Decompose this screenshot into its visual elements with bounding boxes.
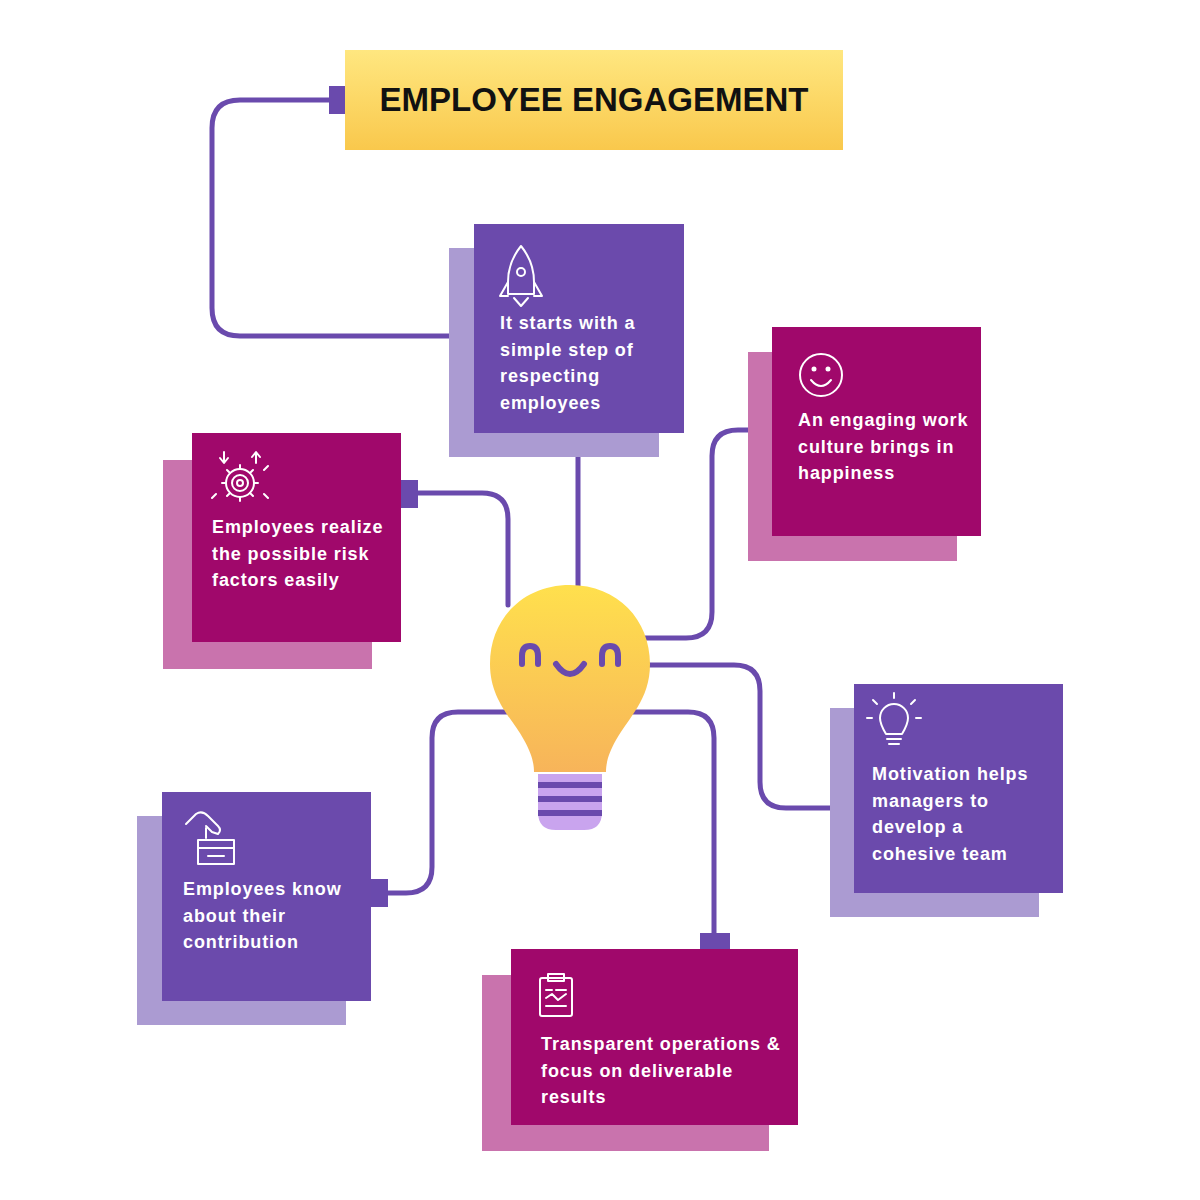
hand-box-icon [186, 812, 234, 864]
info-box: Employees realize the possible risk fact… [192, 433, 401, 642]
box-text: Employees know about their contribution [183, 876, 359, 956]
info-box: Employees know about their contribution [162, 792, 371, 1001]
info-box: An engaging work culture brings in happi… [772, 327, 981, 536]
box-text: Transparent operations & focus on delive… [541, 1031, 786, 1111]
info-box: Transparent operations & focus on delive… [511, 949, 798, 1125]
lightbulb [490, 585, 650, 830]
info-box: Motivation helps managers to develop a c… [854, 684, 1063, 893]
diagram-heading: EMPLOYEE ENGAGEMENT [379, 80, 808, 120]
smiley-icon [800, 354, 842, 396]
gear-target-icon [212, 452, 268, 501]
lightbulb-icon [867, 693, 921, 744]
box-text: An engaging work culture brings in happi… [798, 407, 969, 487]
title-box: EMPLOYEE ENGAGEMENT [345, 50, 843, 150]
box-text: Employees realize the possible risk fact… [212, 514, 389, 594]
box-text: It starts with a simple step of respecti… [500, 310, 672, 416]
info-box: It starts with a simple step of respecti… [474, 224, 684, 433]
rocket-icon [500, 246, 542, 306]
clipboard-icon [540, 974, 572, 1016]
box-text: Motivation helps managers to develop a c… [872, 761, 1051, 867]
